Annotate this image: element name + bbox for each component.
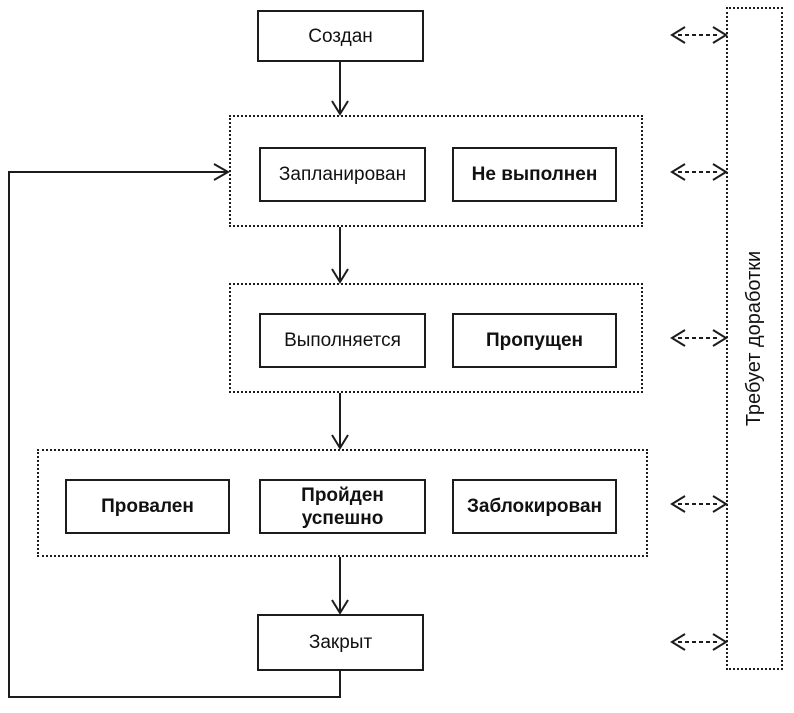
node-closed-label: Закрыт (308, 632, 373, 653)
node-executing: Выполняется (259, 313, 426, 368)
node-planned: Запланирован (259, 147, 426, 202)
node-created: Создан (257, 10, 424, 62)
node-failed-label: Провален (101, 496, 194, 517)
node-skipped-label: Пропущен (486, 330, 583, 351)
rework-link-dashes (678, 34, 720, 643)
node-passed: Пройден успешно (259, 479, 426, 534)
panel-needs-rework: Требует доработки (726, 7, 783, 670)
arrow-planned-group-to-executing-group (331, 227, 349, 284)
node-blocked: Заблокирован (452, 479, 617, 534)
node-not-executed-label: Не выполнен (471, 164, 598, 185)
rework-link-arrowheads (670, 26, 728, 651)
node-blocked-label: Заблокирован (466, 496, 603, 517)
group-result: Провален Пройден успешно Заблокирован (37, 449, 648, 557)
node-created-label: Создан (308, 25, 373, 47)
arrow-created-to-planned-group (331, 62, 349, 116)
node-executing-label: Выполняется (284, 330, 401, 351)
group-executing: Выполняется Пропущен (229, 283, 643, 393)
arrow-executing-group-to-result-group (331, 393, 349, 450)
node-passed-label: Пройден успешно (301, 484, 384, 529)
node-planned-label: Запланирован (278, 164, 407, 185)
group-planned: Запланирован Не выполнен (229, 115, 643, 227)
panel-needs-rework-label: Требует доработки (743, 250, 765, 427)
node-closed: Закрыт (257, 614, 424, 671)
node-failed: Провален (65, 479, 230, 534)
node-not-executed: Не выполнен (452, 147, 617, 202)
arrow-result-group-to-closed (331, 557, 349, 615)
node-skipped: Пропущен (452, 313, 617, 368)
